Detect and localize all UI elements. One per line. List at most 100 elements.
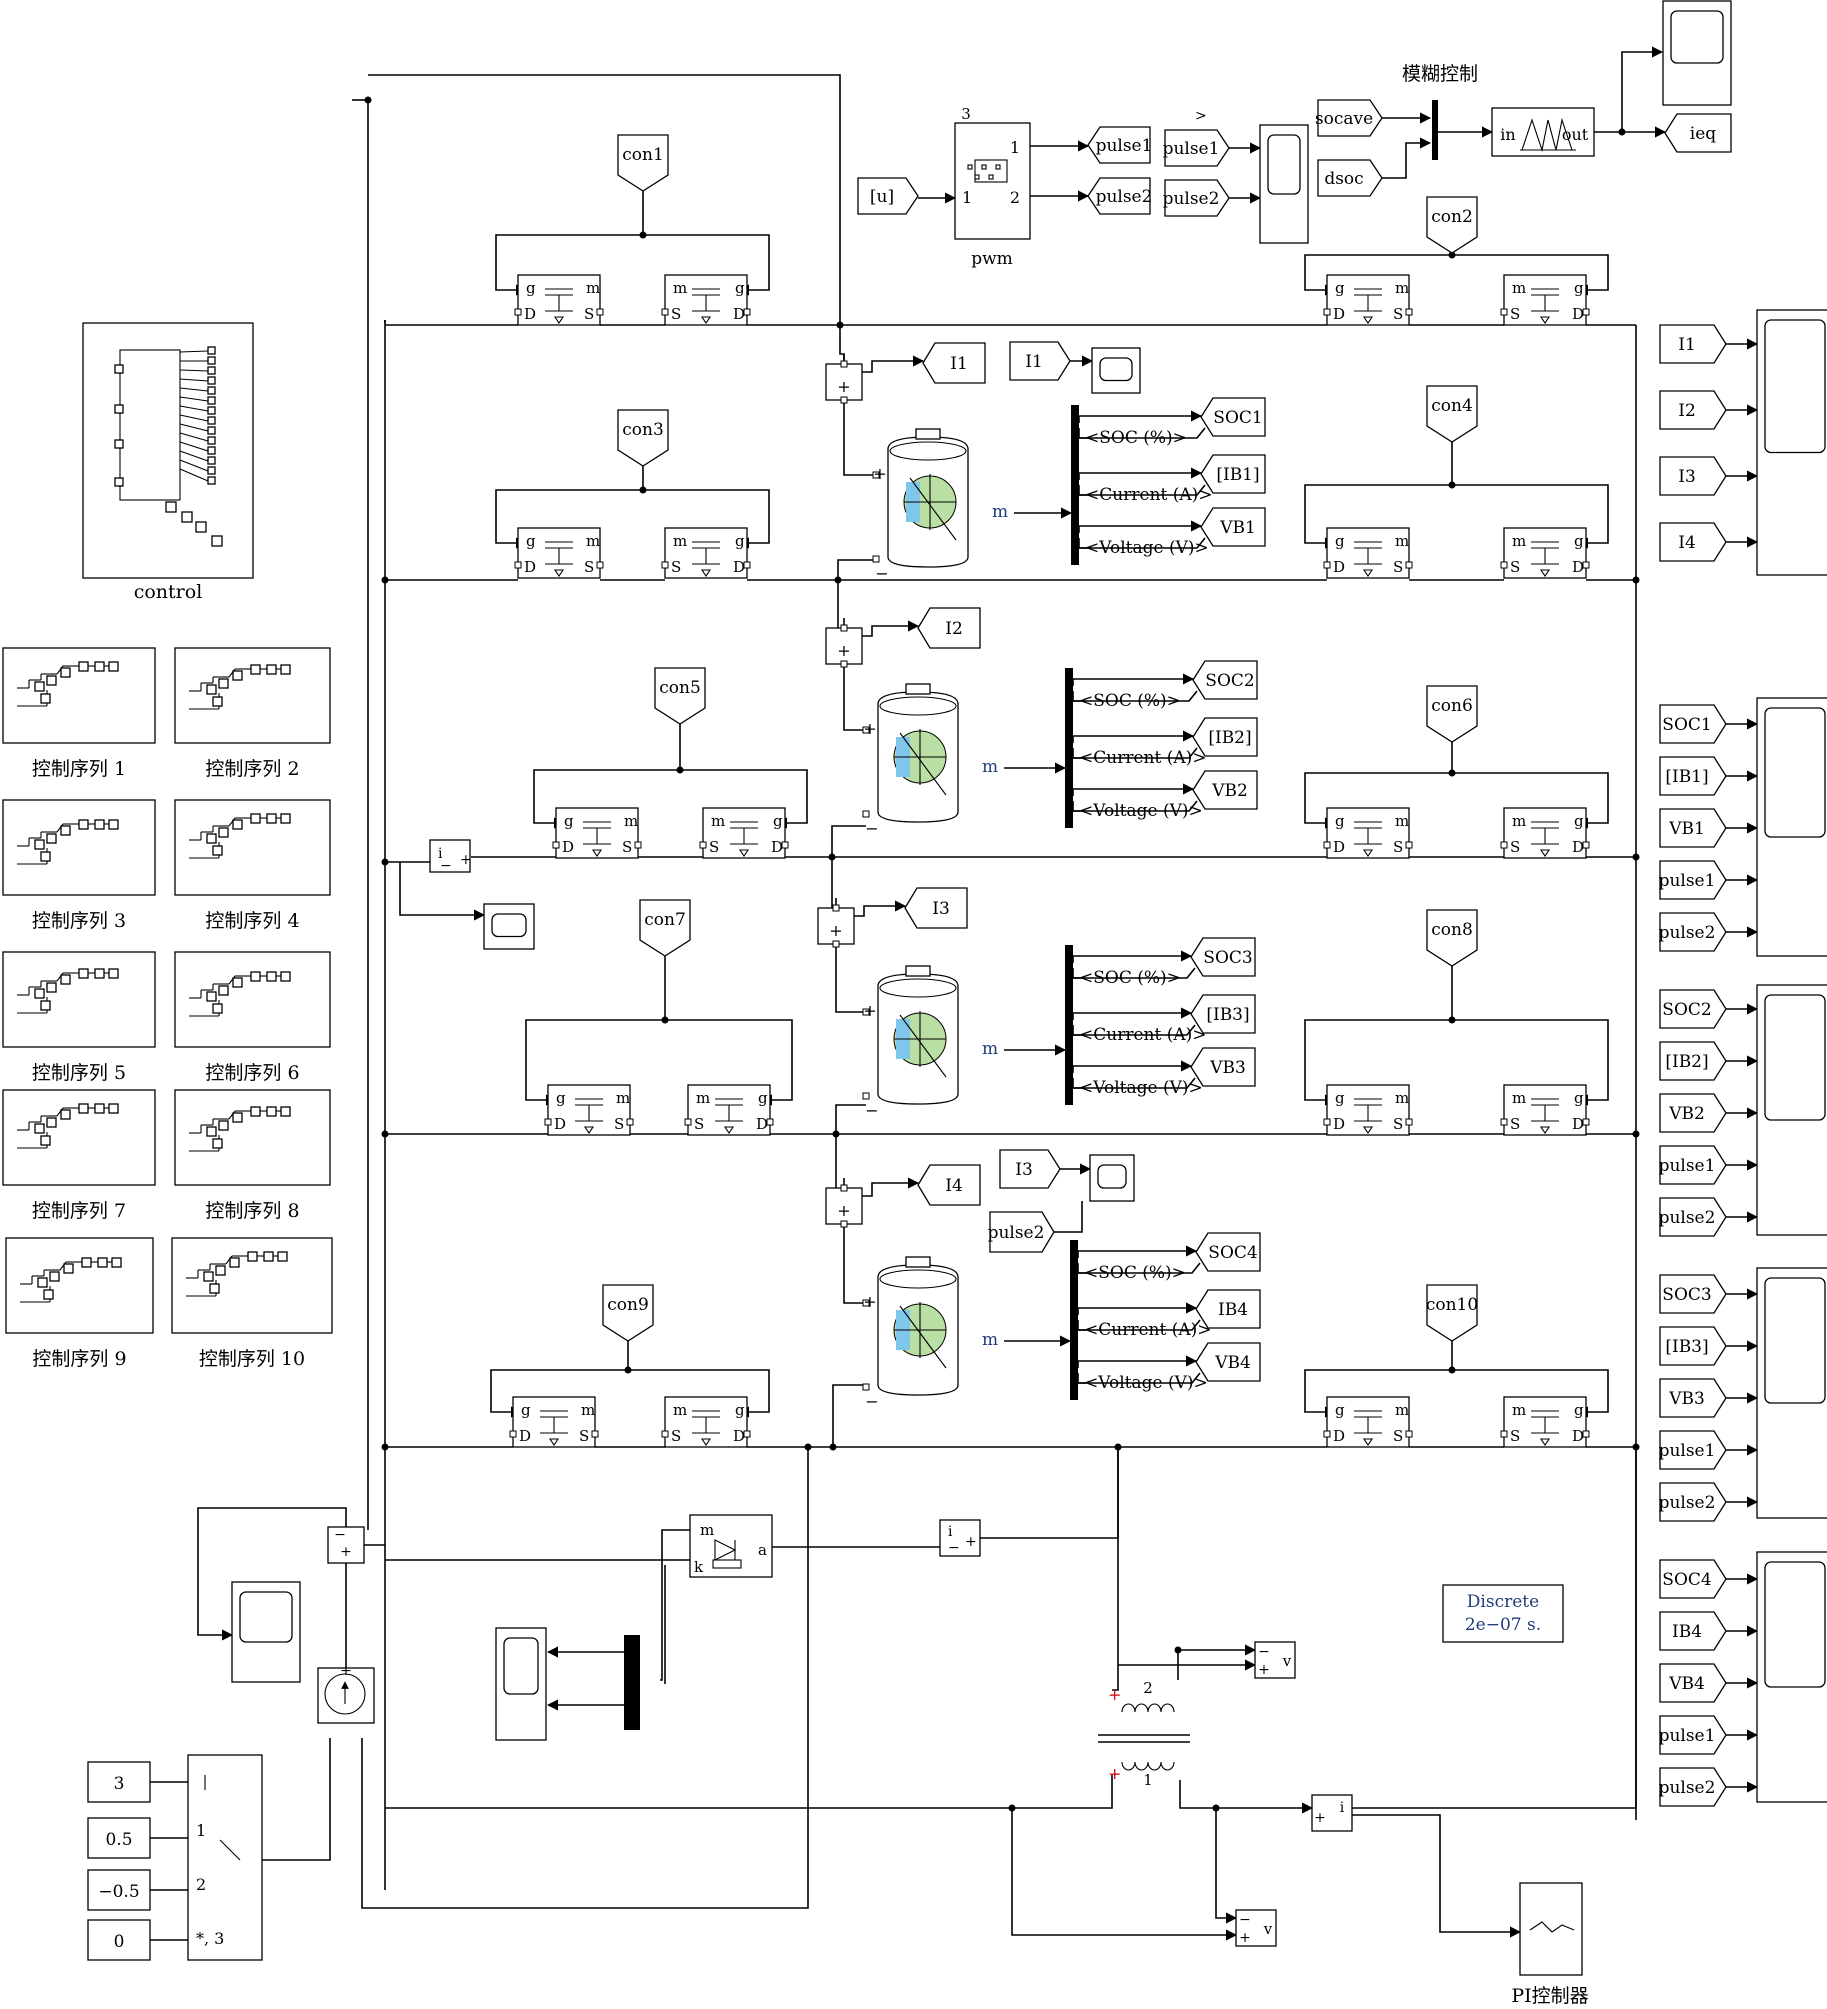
from-I1[interactable]: I1 (1009, 341, 1071, 381)
from-u[interactable]: [u] (857, 177, 919, 215)
constant-1[interactable]: 0.5 (87, 1817, 151, 1859)
voltage-sum-left[interactable]: −+ (327, 1526, 365, 1564)
scope-from-3-2[interactable]: VB3 (1659, 1378, 1727, 1418)
goto-VB3[interactable]: VB3 (1190, 1047, 1256, 1087)
scope-from-2-4[interactable]: pulse2 (1659, 1197, 1727, 1237)
control-sequence-3[interactable]: 控制序列 3 (2, 799, 156, 932)
diode-block[interactable]: mak (689, 1514, 773, 1578)
scope-from-1-1[interactable]: [IB1] (1659, 756, 1727, 796)
current-meas-3[interactable]: + (817, 904, 855, 948)
goto-pulse2[interactable]: pulse2 (1087, 177, 1152, 215)
goto-[IB2][interactable]: [IB2] (1192, 717, 1258, 757)
from-socave[interactable]: socave (1315, 99, 1383, 137)
scope-from-1-3[interactable]: pulse1 (1659, 860, 1727, 900)
scope-panel-3[interactable] (1756, 984, 1827, 1236)
scope-I3[interactable] (1089, 1154, 1135, 1202)
transformer[interactable]: 21++ (1098, 1679, 1190, 1789)
goto-SOC1[interactable]: SOC1 (1200, 397, 1266, 437)
tag-con3[interactable]: con3 (617, 409, 669, 467)
constant-3[interactable]: 0 (87, 1919, 151, 1961)
scope-left-current[interactable] (483, 903, 535, 950)
scope-from-3-3[interactable]: pulse1 (1659, 1430, 1727, 1470)
voltage-meas-2[interactable]: −+v (1235, 1909, 1277, 1947)
scope-panel-4[interactable] (1756, 1267, 1827, 1519)
scope-from-3-0[interactable]: SOC3 (1659, 1274, 1727, 1314)
scope-from-0-3[interactable]: I4 (1659, 522, 1727, 562)
scope-from-4-4[interactable]: pulse2 (1659, 1767, 1727, 1807)
scope-fuzzy[interactable] (1662, 0, 1732, 106)
scope-panel-1[interactable] (1756, 309, 1827, 576)
constant-2[interactable]: −0.5 (87, 1869, 151, 1911)
goto-[IB1][interactable]: [IB1] (1200, 454, 1266, 494)
goto-ieq[interactable]: ieq (1664, 113, 1732, 153)
tag-con10[interactable]: con10 (1426, 1284, 1478, 1342)
current-meas-2[interactable]: + (825, 624, 863, 668)
scope-from-3-1[interactable]: [IB3] (1659, 1326, 1727, 1366)
goto-SOC2[interactable]: SOC2 (1192, 660, 1258, 700)
scope-panel-2[interactable] (1756, 697, 1827, 957)
from-pulse2[interactable]: pulse2 (1163, 179, 1230, 217)
scope-I1[interactable] (1091, 347, 1141, 394)
scope-from-2-1[interactable]: [IB2] (1659, 1041, 1727, 1081)
scope-from-3-4[interactable]: pulse2 (1659, 1482, 1727, 1522)
battery-2[interactable] (877, 683, 959, 823)
tag-con4[interactable]: con4 (1426, 385, 1478, 443)
from-pulse2[interactable]: pulse2 (988, 1211, 1055, 1253)
control-sequence-9[interactable]: 控制序列 9 (5, 1237, 154, 1370)
scope-from-2-0[interactable]: SOC2 (1659, 989, 1727, 1029)
from-pulse1[interactable]: pulse1 (1163, 129, 1230, 167)
scope-from-2-3[interactable]: pulse1 (1659, 1145, 1727, 1185)
goto-I3[interactable]: I3 (904, 887, 968, 929)
tag-con5[interactable]: con5 (654, 667, 706, 725)
multiport-switch[interactable]: 12*, 3 (187, 1754, 263, 1961)
goto-VB2[interactable]: VB2 (1192, 770, 1258, 810)
goto-I4[interactable]: I4 (917, 1164, 981, 1206)
tag-con8[interactable]: con8 (1426, 909, 1478, 967)
current-meas-series[interactable]: i−+ (939, 1519, 981, 1557)
tag-con2[interactable]: con2 (1426, 196, 1478, 254)
control-sequence-5[interactable]: 控制序列 5 (2, 951, 156, 1084)
scope-from-0-0[interactable]: I1 (1659, 324, 1727, 364)
scope-from-4-0[interactable]: SOC4 (1659, 1559, 1727, 1599)
control-sequence-7[interactable]: 控制序列 7 (2, 1089, 156, 1222)
from-I3[interactable]: I3 (999, 1149, 1061, 1189)
goto-[IB3][interactable]: [IB3] (1190, 994, 1256, 1034)
current-meas-left[interactable]: i−+ (429, 839, 472, 874)
scope-from-2-2[interactable]: VB2 (1659, 1093, 1727, 1133)
scope-from-0-1[interactable]: I2 (1659, 390, 1727, 430)
control-sequence-6[interactable]: 控制序列 6 (174, 951, 331, 1084)
current-meas-4[interactable]: + (825, 1184, 863, 1228)
goto-pulse1[interactable]: pulse1 (1087, 126, 1152, 164)
tag-con7[interactable]: con7 (639, 899, 691, 957)
goto-SOC3[interactable]: SOC3 (1190, 937, 1256, 977)
scope-from-4-3[interactable]: pulse1 (1659, 1715, 1727, 1755)
scope-from-1-2[interactable]: VB1 (1659, 808, 1727, 848)
scope-from-4-2[interactable]: VB4 (1659, 1663, 1727, 1703)
scope-panel-5[interactable] (1756, 1551, 1827, 1803)
constant-0[interactable]: 3 (87, 1761, 151, 1803)
tag-con6[interactable]: con6 (1426, 685, 1478, 743)
scope-from-1-0[interactable]: SOC1 (1659, 704, 1727, 744)
control-sequence-8[interactable]: 控制序列 8 (174, 1089, 331, 1222)
control-sequence-4[interactable]: 控制序列 4 (174, 799, 331, 932)
control-sequence-2[interactable]: 控制序列 2 (174, 647, 331, 780)
scope-from-1-4[interactable]: pulse2 (1659, 912, 1727, 952)
